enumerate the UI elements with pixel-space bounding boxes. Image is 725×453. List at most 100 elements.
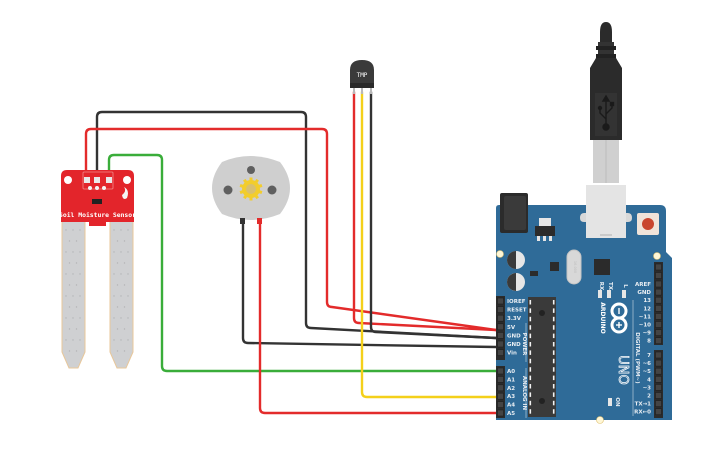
digital-pin-2[interactable] xyxy=(655,392,662,399)
gear-tooth xyxy=(254,194,259,200)
pad xyxy=(102,186,106,190)
digital-pin-label: ~9 xyxy=(643,331,652,337)
tmp-flat xyxy=(350,83,374,88)
wire-motor-gnd[interactable] xyxy=(241,220,498,349)
digital-pin-10[interactable] xyxy=(655,321,662,328)
rx-led-label: RX xyxy=(598,282,604,291)
digital-pin-9[interactable] xyxy=(655,329,662,336)
analog-pin-a1[interactable] xyxy=(497,376,504,383)
digital-pin-5[interactable] xyxy=(655,367,662,375)
arduino-logo xyxy=(610,302,628,334)
motor-terminal-pos[interactable] xyxy=(257,218,262,224)
digital-pin-scl[interactable] xyxy=(655,263,662,271)
arduino-uno[interactable]: 16.000 RX TX L ON xyxy=(496,185,672,424)
wire-tmp-gnd[interactable] xyxy=(369,90,498,340)
probe-dot xyxy=(120,229,122,231)
voltage-regulator xyxy=(535,226,555,236)
wire-tmp-out[interactable] xyxy=(360,90,498,399)
rx-led xyxy=(598,290,602,298)
gear-tooth xyxy=(249,177,253,182)
dc-motor[interactable] xyxy=(212,156,290,224)
regulator-leg xyxy=(543,236,546,241)
sensor-pin-sig[interactable] xyxy=(106,177,112,183)
digital-pin-6[interactable] xyxy=(655,359,662,367)
analog-pin-a5[interactable] xyxy=(497,409,504,417)
power-pin-gnd[interactable] xyxy=(497,332,504,339)
power-pin-5v[interactable] xyxy=(497,323,504,331)
power-pin-reset[interactable] xyxy=(497,306,504,313)
ic-pin xyxy=(529,409,532,414)
digital-pin-label: ~11 xyxy=(639,314,651,320)
power-pin-33v[interactable] xyxy=(497,314,504,322)
sparkfun-flame-icon xyxy=(122,187,128,199)
probe-dot xyxy=(79,317,81,319)
atmega-microcontroller xyxy=(528,297,556,417)
wire-motor-pos[interactable] xyxy=(258,220,498,415)
digital-pin-7[interactable] xyxy=(655,351,662,359)
ic-pin xyxy=(529,300,532,305)
analog-pin-a3[interactable] xyxy=(497,392,504,400)
probe-dot xyxy=(65,229,67,231)
digital-pin-label: AREF xyxy=(635,282,651,288)
analog-pin-label: A2 xyxy=(507,386,515,392)
ic-pin xyxy=(529,392,532,397)
probe-dot xyxy=(113,339,115,341)
analog-header-title: ANALOG IN xyxy=(521,376,527,411)
analog-pin-a2[interactable] xyxy=(497,384,504,392)
probe-dot xyxy=(116,262,119,264)
digital-pin-8[interactable] xyxy=(655,337,662,345)
ic-pin xyxy=(529,358,532,364)
digital-pin-tx1[interactable] xyxy=(655,400,662,407)
usb-port[interactable] xyxy=(586,185,626,238)
analog-pin-a4[interactable] xyxy=(497,401,504,408)
probe-dot xyxy=(113,229,115,231)
probe-dot xyxy=(68,240,71,242)
digital-pin-rx0[interactable] xyxy=(655,408,662,416)
reset-button[interactable] xyxy=(642,218,654,230)
digital-pin-label: ~10 xyxy=(639,323,651,329)
probe-dot xyxy=(79,339,81,341)
regulator-leg xyxy=(549,236,552,241)
sensor-pin-gnd[interactable] xyxy=(94,177,100,183)
wire-soil-vcc[interactable] xyxy=(84,127,498,332)
wire-tmp-vcc[interactable] xyxy=(352,90,498,332)
temperature-sensor[interactable]: TMP xyxy=(350,60,374,94)
wire-soil-gnd[interactable] xyxy=(95,110,498,340)
small-chip xyxy=(550,262,559,271)
digital-pin-aref[interactable] xyxy=(655,280,662,288)
digital-pin-label: TX→1 xyxy=(635,402,652,408)
digital-pin-sda[interactable] xyxy=(655,272,662,279)
digital-pin-label: GND xyxy=(637,290,651,296)
l-led-label: L xyxy=(622,284,628,288)
ic-pin xyxy=(552,384,555,389)
digital-pin-label: ~3 xyxy=(643,385,652,391)
motor-screw-right xyxy=(267,185,277,195)
power-pin-vin[interactable] xyxy=(497,349,504,356)
soil-moisture-sensor[interactable]: Soil Moisture Sensor xyxy=(59,170,136,369)
sensor-pin-vcc[interactable] xyxy=(84,177,90,183)
digital-pin-13[interactable] xyxy=(655,296,662,304)
usb-cable[interactable] xyxy=(590,22,622,183)
motor-terminal-neg[interactable] xyxy=(240,218,245,224)
gear-tooth xyxy=(249,196,253,201)
power-pin-ioref[interactable] xyxy=(497,297,504,305)
digital-pin-3[interactable] xyxy=(655,384,662,391)
probe-dot xyxy=(120,295,122,297)
ic-pin xyxy=(529,367,532,372)
power-pin-label: GND xyxy=(507,333,521,339)
analog-pin-a0[interactable] xyxy=(497,367,504,375)
digital-pin-4[interactable] xyxy=(655,375,662,383)
wire-soil-sig[interactable] xyxy=(107,153,498,373)
mount-hole xyxy=(596,416,604,424)
digital-pin-12[interactable] xyxy=(655,304,662,312)
digital-pin-11[interactable] xyxy=(655,313,662,320)
power-pin-gnd[interactable] xyxy=(497,340,504,348)
digital-pin-gnd[interactable] xyxy=(655,288,662,296)
digital-pin-label: RX←0 xyxy=(634,410,651,416)
probe-dot xyxy=(65,273,67,275)
digital-pin-label: 7 xyxy=(647,353,651,359)
capacitor xyxy=(507,251,525,269)
